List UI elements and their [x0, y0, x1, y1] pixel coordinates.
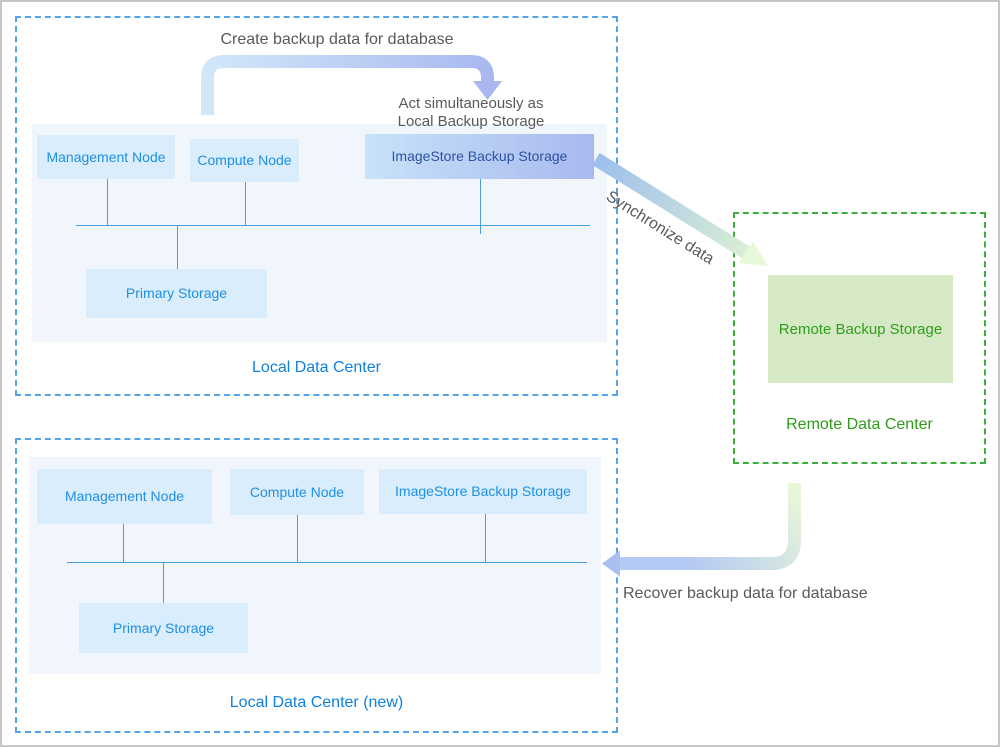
primary-storage-new-box: Primary Storage [79, 603, 248, 653]
compute-node-new-box: Compute Node [230, 469, 364, 515]
compute-node-new-label: Compute Node [249, 483, 345, 500]
remote-backup-storage-box: Remote Backup Storage [768, 275, 953, 383]
primary-storage-box: Primary Storage [86, 269, 267, 318]
imagestore-backup-storage-new-box: ImageStore Backup Storage [379, 469, 587, 514]
compute-node-box: Compute Node [190, 139, 299, 182]
recover-backup-label: Recover backup data for database [623, 585, 868, 602]
primary-storage-label: Primary Storage [125, 285, 228, 301]
primary-storage-new-label: Primary Storage [112, 619, 215, 636]
imagestore-backup-storage-label: ImageStore Backup Storage [391, 148, 568, 164]
create-backup-label: Create backup data for database [220, 31, 454, 48]
remote-data-center-box [733, 212, 986, 464]
local-data-center-box [15, 16, 618, 396]
imagestore-backup-storage-new-label: ImageStore Backup Storage [395, 483, 571, 499]
management-node-new-label: Management Node [64, 488, 185, 504]
management-node-box: Management Node [37, 135, 175, 179]
management-node-label: Management Node [46, 148, 166, 165]
act-note-line2: Local Backup Storage [397, 113, 545, 130]
imagestore-backup-storage-box: ImageStore Backup Storage [365, 134, 594, 179]
local-dc-title: Local Data Center [252, 359, 381, 376]
act-note-line1: Act simultaneously as [398, 95, 544, 112]
synchronize-data-label: Synchronize data [602, 188, 717, 268]
act-simultaneously-note: Act simultaneously as Local Backup Stora… [371, 95, 571, 131]
recover-backup-arrow-shaft [620, 483, 801, 570]
compute-node-label: Compute Node [197, 152, 292, 168]
management-node-new-box: Management Node [37, 469, 212, 524]
remote-dc-title: Remote Data Center [786, 416, 933, 433]
local-dc-new-title: Local Data Center (new) [229, 694, 404, 711]
remote-backup-storage-label: Remote Backup Storage [778, 320, 943, 338]
